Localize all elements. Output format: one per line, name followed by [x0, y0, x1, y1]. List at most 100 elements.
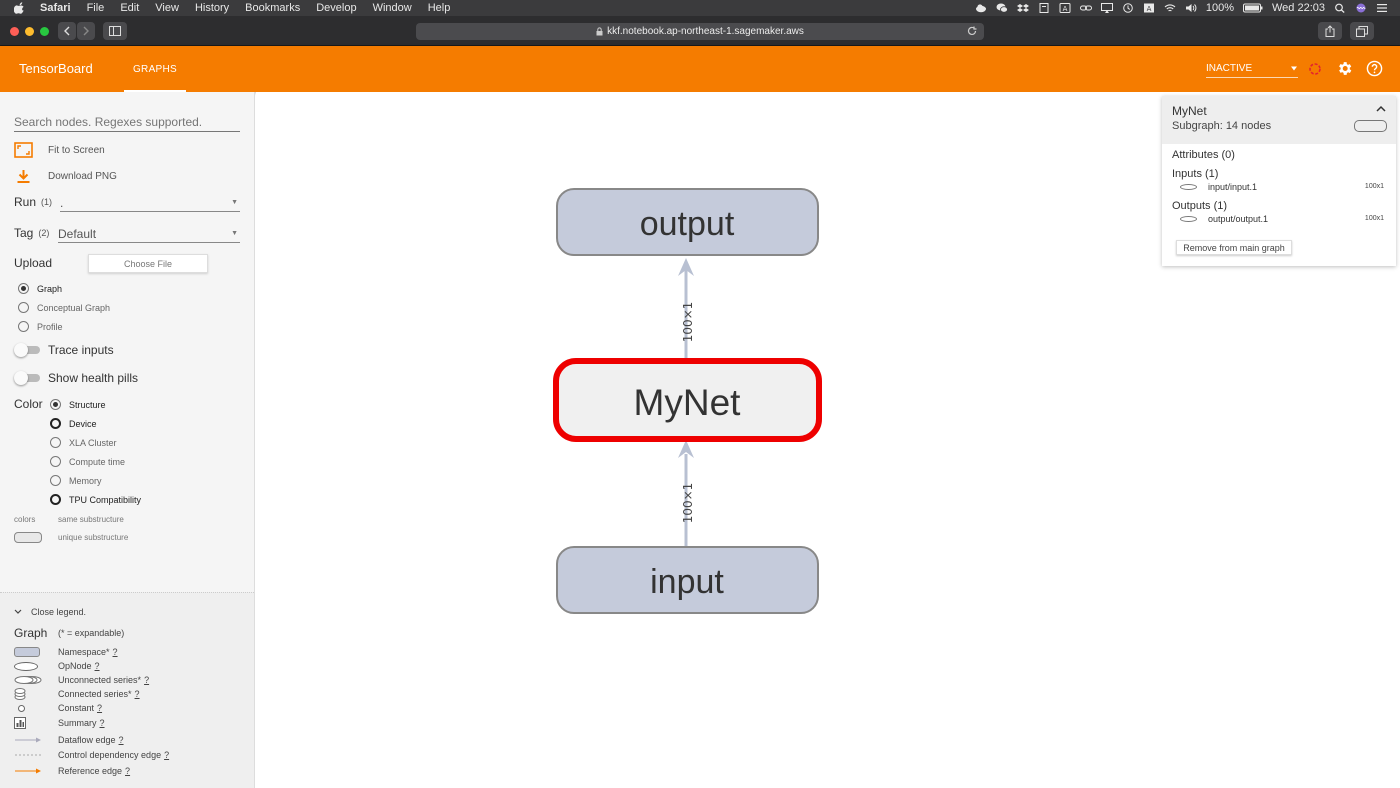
edge-mynet-to-output[interactable]	[678, 258, 694, 358]
color-tpu-compatibility[interactable]: TPU Compatibility	[50, 494, 141, 505]
attributes-heading[interactable]: Attributes (0)	[1172, 149, 1235, 161]
choose-file-button[interactable]: Choose File	[88, 254, 208, 273]
color-device[interactable]: Device	[50, 418, 97, 429]
menu-help[interactable]: Help	[427, 2, 451, 14]
color-xla-cluster[interactable]: XLA Cluster	[50, 437, 117, 448]
keyboard-input-icon[interactable]: A	[1143, 3, 1155, 13]
dropbox-icon[interactable]	[1016, 3, 1029, 13]
help-icon[interactable]	[1366, 60, 1383, 77]
trace-inputs-toggle[interactable]: Trace inputs	[14, 343, 114, 357]
output-item[interactable]: output/output.1	[1180, 214, 1268, 224]
airplay-icon[interactable]	[1100, 3, 1113, 13]
radio-conceptual-graph[interactable]: Conceptual Graph	[18, 302, 110, 313]
reload-icon[interactable]	[966, 25, 978, 37]
reload-spinner-icon[interactable]	[1307, 61, 1323, 77]
inputs-heading[interactable]: Inputs (1)	[1172, 168, 1219, 180]
tab-graphs[interactable]: GRAPHS	[124, 46, 186, 92]
gear-icon[interactable]	[1336, 60, 1353, 77]
menu-edit[interactable]: Edit	[120, 2, 140, 14]
color-memory[interactable]: Memory	[50, 475, 102, 486]
help-link[interactable]: ?	[112, 647, 118, 657]
tag-dropdown[interactable]: Default ▼	[58, 225, 240, 243]
menu-app-safari[interactable]: Safari	[40, 2, 71, 14]
reference-edge-icon	[14, 765, 44, 777]
minimize-window-button[interactable]	[25, 27, 34, 36]
radio-graph[interactable]: Graph	[18, 283, 62, 294]
tabs-icon	[1356, 25, 1368, 37]
apple-icon[interactable]	[14, 2, 28, 14]
color-compute-time[interactable]: Compute time	[50, 456, 125, 467]
address-bar[interactable]: kkf.notebook.ap-northeast-1.sagemaker.aw…	[416, 23, 984, 40]
help-link[interactable]: ?	[97, 703, 103, 713]
run-dropdown-value: .	[60, 195, 64, 210]
radio-indicator	[50, 494, 61, 505]
download-png-button[interactable]: Download PNG	[16, 169, 117, 184]
zoom-window-button[interactable]	[40, 27, 49, 36]
outputs-heading[interactable]: Outputs (1)	[1172, 200, 1228, 212]
help-link[interactable]: ?	[94, 661, 100, 671]
download-png-label: Download PNG	[48, 171, 117, 182]
siri-icon[interactable]	[1355, 3, 1367, 13]
plugin-select-value: INACTIVE	[1206, 63, 1253, 74]
forward-button[interactable]	[77, 22, 95, 40]
health-pills-toggle[interactable]: Show health pills	[14, 371, 138, 385]
graph-svg[interactable]: 100×1 100×1 output MyNet input	[256, 92, 1400, 788]
menu-view[interactable]: View	[155, 2, 179, 14]
help-link[interactable]: ?	[164, 750, 170, 760]
menu-develop[interactable]: Develop	[316, 2, 357, 14]
document-icon[interactable]	[1038, 3, 1050, 13]
edge-input-to-mynet[interactable]	[678, 440, 694, 546]
text-icon[interactable]: A	[1059, 3, 1071, 13]
macos-menu-bar: Safari File Edit View History Bookmarks …	[0, 0, 1400, 16]
menu-history[interactable]: History	[194, 2, 230, 14]
toggle-switch[interactable]	[14, 371, 42, 385]
status-area: A A 100% Wed 22:03	[975, 0, 1388, 16]
menu-clock[interactable]: Wed 22:03	[1271, 2, 1325, 14]
plugin-select[interactable]: INACTIVE	[1206, 60, 1298, 78]
volume-icon[interactable]	[1185, 3, 1197, 13]
remove-from-main-graph-button[interactable]: Remove from main graph	[1176, 240, 1292, 255]
radio-graph-label: Graph	[37, 283, 63, 294]
menu-file[interactable]: File	[86, 2, 105, 14]
search-icon[interactable]	[1334, 3, 1346, 13]
run-dropdown[interactable]: . ▼	[60, 194, 240, 212]
back-button[interactable]	[58, 22, 76, 40]
toggle-switch[interactable]	[14, 343, 42, 357]
help-link[interactable]: ?	[118, 735, 124, 745]
help-link[interactable]: ?	[125, 766, 131, 776]
fit-to-screen-button[interactable]: Fit to Screen	[14, 142, 105, 158]
input-item[interactable]: input/input.1	[1180, 182, 1257, 192]
timemachine-icon[interactable]	[1122, 3, 1134, 13]
input-item-shape: 100x1	[1364, 183, 1384, 190]
sidebar-toggle-button[interactable]	[103, 22, 127, 40]
opnode-oval-icon	[1180, 216, 1197, 222]
node-output[interactable]: output	[556, 188, 819, 256]
chevron-up-icon[interactable]	[1376, 105, 1386, 112]
dataflow-edge-icon	[14, 734, 44, 746]
help-link[interactable]: ?	[144, 675, 150, 685]
menu-window[interactable]: Window	[372, 2, 412, 14]
search-nodes-input[interactable]	[14, 112, 240, 132]
wechat-icon[interactable]	[996, 3, 1008, 13]
cloud-icon[interactable]	[975, 3, 987, 13]
notification-center-icon[interactable]	[1376, 3, 1388, 13]
close-window-button[interactable]	[10, 27, 19, 36]
radio-indicator	[50, 418, 61, 429]
color-structure[interactable]: Structure	[50, 399, 106, 410]
legend-unconnected-series-label: Unconnected series*	[58, 675, 142, 685]
close-legend-button[interactable]: Close legend.	[14, 607, 86, 617]
node-mynet[interactable]: MyNet	[553, 358, 822, 442]
help-link[interactable]: ?	[134, 689, 140, 699]
radio-indicator	[50, 437, 61, 448]
link-icon[interactable]	[1079, 3, 1092, 13]
node-input[interactable]: input	[556, 546, 819, 614]
tabs-overview-button[interactable]	[1350, 22, 1374, 40]
battery-icon[interactable]	[1242, 3, 1263, 13]
share-button[interactable]	[1318, 22, 1342, 40]
run-label: Run	[14, 195, 37, 209]
wifi-icon[interactable]	[1164, 3, 1176, 13]
menu-bookmarks[interactable]: Bookmarks	[245, 2, 301, 14]
caret-down-icon: ▼	[231, 230, 238, 237]
help-link[interactable]: ?	[99, 718, 105, 728]
radio-profile[interactable]: Profile	[18, 321, 63, 332]
